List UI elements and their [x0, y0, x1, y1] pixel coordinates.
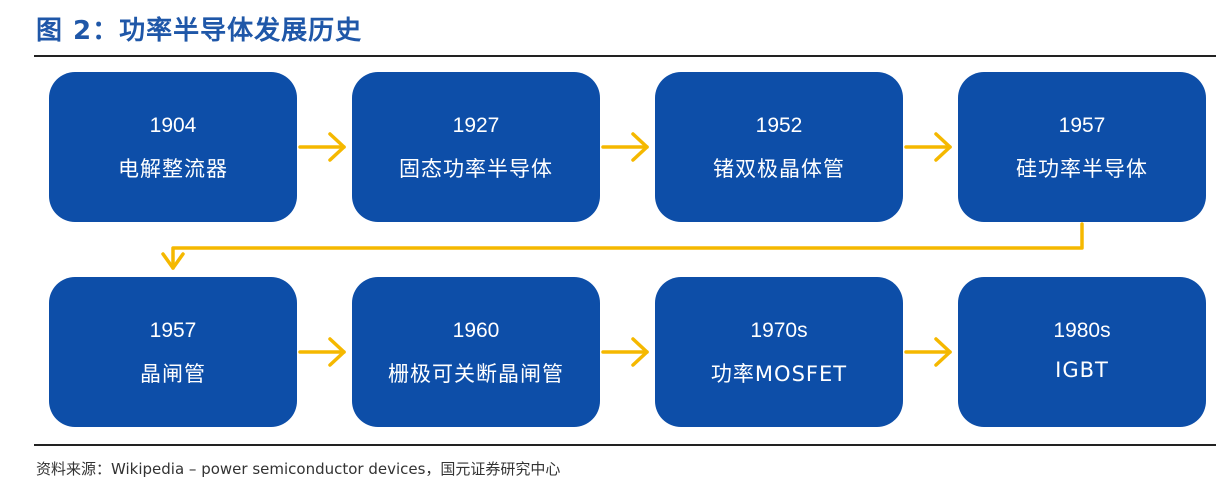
node-year: 1970s	[750, 319, 808, 342]
node-year: 1957	[149, 319, 197, 342]
node-year: 1952	[755, 114, 803, 137]
node-label: 锗双极晶体管	[713, 157, 845, 181]
node-label: 固态功率半导体	[399, 157, 553, 181]
node-label: 晶闸管	[140, 362, 206, 386]
source-note: 资料来源：Wikipedia – power semiconductor dev…	[36, 460, 561, 478]
timeline-node: 1952 锗双极晶体管	[655, 72, 903, 222]
timeline-node: 1970s 功率MOSFET	[655, 277, 903, 427]
node-label: 硅功率半导体	[1016, 157, 1148, 181]
node-year: 1960	[452, 319, 500, 342]
timeline-node: 1957 硅功率半导体	[958, 72, 1206, 222]
node-year: 1980s	[1053, 319, 1111, 342]
timeline-node: 1957 晶闸管	[49, 277, 297, 427]
top-rule	[34, 55, 1216, 57]
timeline-node: 1980s IGBT	[958, 277, 1206, 427]
bottom-rule	[34, 444, 1216, 446]
arrow-right-icon	[904, 132, 952, 162]
timeline-node: 1904 电解整流器	[49, 72, 297, 222]
node-label: 栅极可关断晶闸管	[388, 362, 564, 386]
node-label: IGBT	[1055, 358, 1109, 382]
arrow-right-icon	[904, 337, 952, 367]
node-year: 1927	[452, 114, 500, 137]
arrow-right-icon	[298, 337, 346, 367]
node-label: 电解整流器	[118, 157, 228, 181]
arrow-right-icon	[601, 132, 649, 162]
node-year: 1957	[1058, 114, 1106, 137]
figure-title: 图 2：功率半导体发展历史	[36, 16, 363, 46]
arrow-right-icon	[298, 132, 346, 162]
arrow-wrap-icon	[161, 222, 1084, 270]
timeline-node: 1960 栅极可关断晶闸管	[352, 277, 600, 427]
timeline-node: 1927 固态功率半导体	[352, 72, 600, 222]
node-label: 功率MOSFET	[710, 362, 848, 386]
arrow-right-icon	[601, 337, 649, 367]
node-year: 1904	[149, 114, 197, 137]
